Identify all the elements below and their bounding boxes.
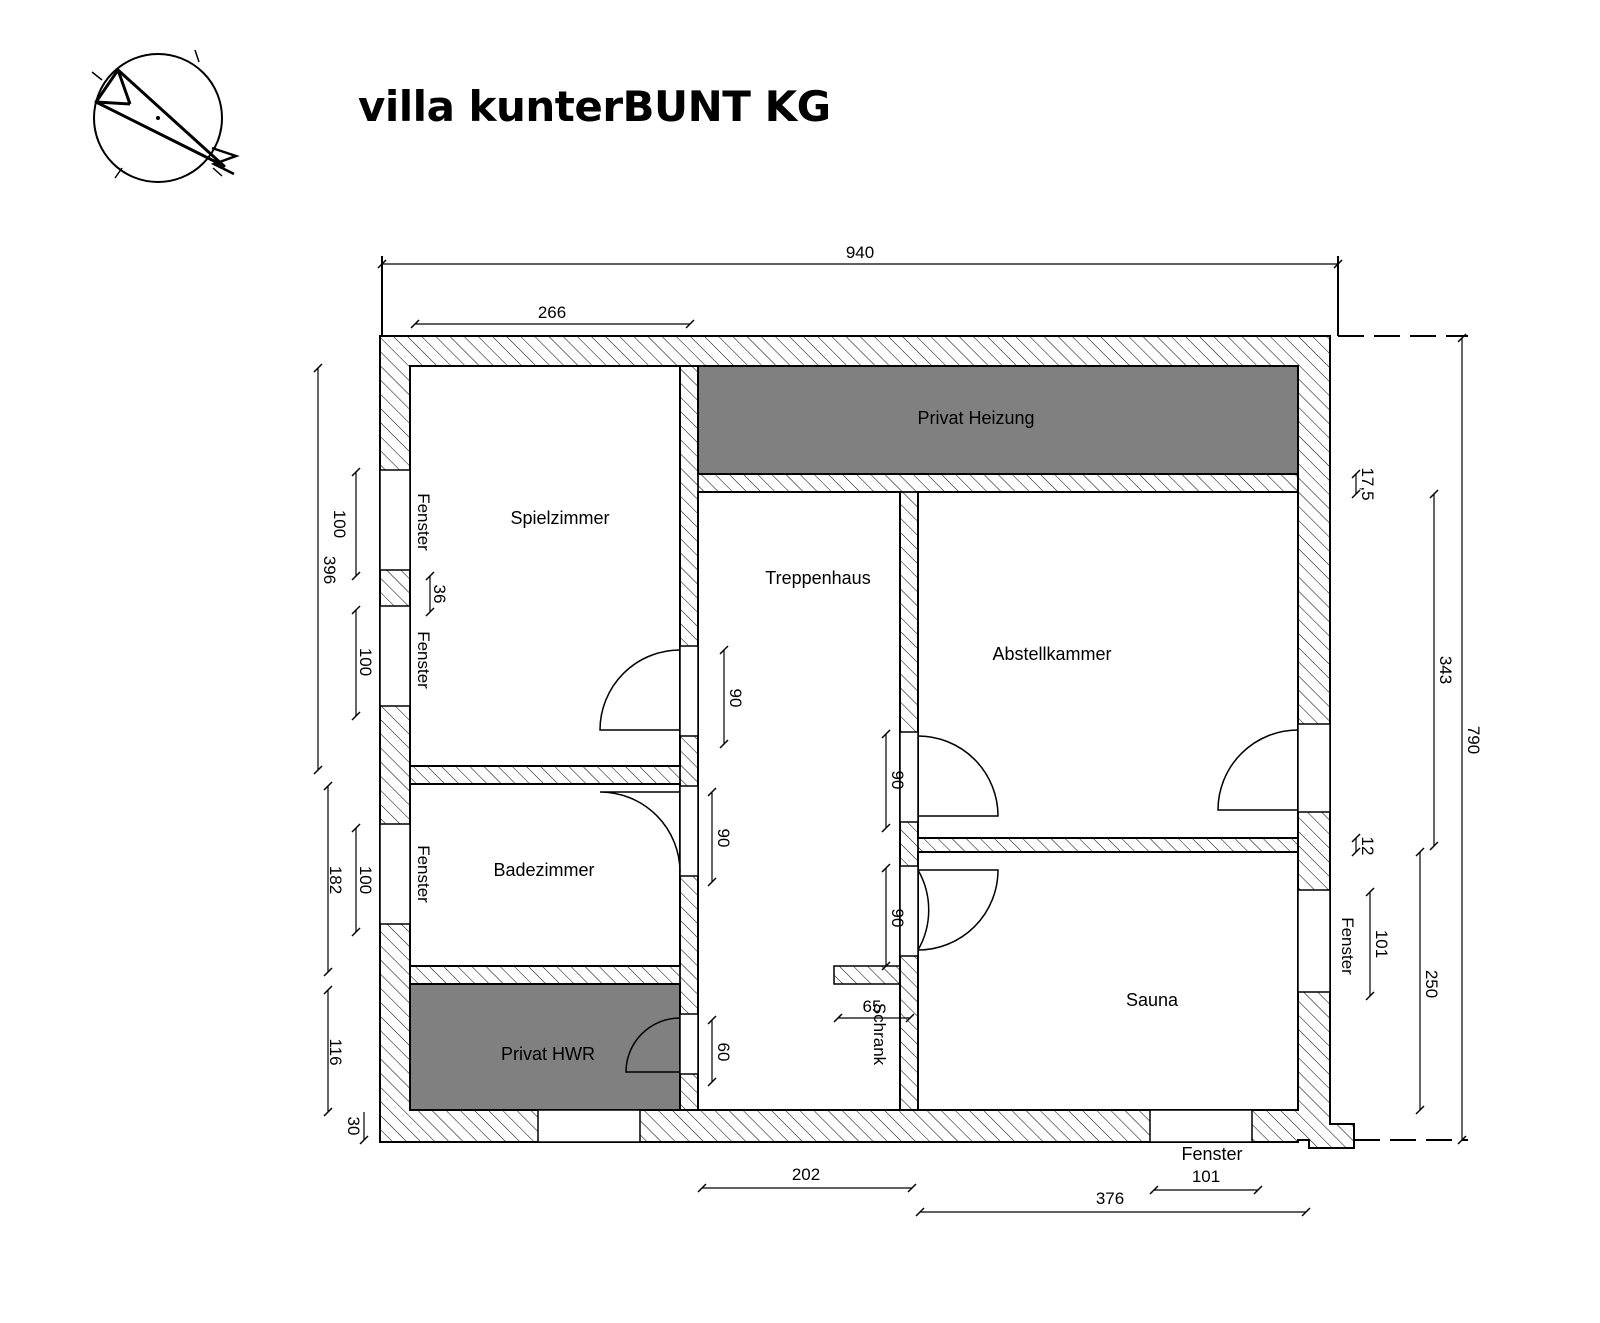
label-window-bottom: Fenster xyxy=(1181,1144,1242,1164)
dim-schrank-65: 65 xyxy=(863,997,882,1016)
room-privat-hwr xyxy=(409,983,681,1111)
label-spielzimmer: Spielzimmer xyxy=(510,508,609,528)
room-spielzimmer xyxy=(409,365,681,767)
room-treppenhaus xyxy=(697,491,901,1111)
room-badezimmer xyxy=(409,783,681,967)
dimension-ticks xyxy=(313,259,1467,1217)
dim-win-100-a: 100 xyxy=(330,510,349,538)
room-abstellkammer xyxy=(917,491,1299,839)
label-window-sauna-side: Fenster xyxy=(1338,917,1357,975)
dim-right-101: 101 xyxy=(1372,930,1391,958)
doors xyxy=(599,645,1299,1075)
window-openings xyxy=(379,469,1331,1143)
dim-bottom-376: 376 xyxy=(1096,1189,1124,1208)
label-window-bad: Fenster xyxy=(414,845,433,903)
dim-pier-36: 36 xyxy=(430,585,449,604)
dim-door-60: 60 xyxy=(714,1043,733,1062)
schrank-niche xyxy=(833,965,901,985)
dim-bad-182: 182 xyxy=(326,866,345,894)
dim-bad-win-100: 100 xyxy=(356,866,375,894)
label-privat-heizung: Privat Heizung xyxy=(917,408,1034,428)
page-title: villa kunterBUNT KG xyxy=(358,82,831,131)
dim-door-90-d: 90 xyxy=(888,909,907,928)
label-window-spiel-1: Fenster xyxy=(414,493,433,551)
dim-right-343: 343 xyxy=(1436,656,1455,684)
dim-bottom-30: 30 xyxy=(344,1117,363,1136)
dim-bottom-101: 101 xyxy=(1192,1167,1220,1186)
dim-right-12: 12 xyxy=(1358,837,1377,856)
dim-right-790: 790 xyxy=(1464,726,1483,754)
room-sauna xyxy=(917,851,1299,1111)
dim-door-90-b: 90 xyxy=(714,829,733,848)
dim-right-250: 250 xyxy=(1422,970,1441,998)
dim-spiel-width: 266 xyxy=(538,303,566,322)
dim-door-90-c: 90 xyxy=(888,771,907,790)
label-sauna: Sauna xyxy=(1126,990,1179,1010)
north-arrow-icon xyxy=(91,49,240,183)
label-window-spiel-2: Fenster xyxy=(414,631,433,689)
dim-left-total: 396 xyxy=(320,556,339,584)
label-abstellkammer: Abstellkammer xyxy=(992,644,1111,664)
dim-win-100-b: 100 xyxy=(356,648,375,676)
dim-right-17-5: 17,5 xyxy=(1358,467,1377,500)
dim-bottom-202: 202 xyxy=(792,1165,820,1184)
dim-hwr-116: 116 xyxy=(326,1038,345,1065)
dim-total-width: 940 xyxy=(846,243,874,262)
room-privat-heizung xyxy=(697,365,1299,475)
label-privat-hwr: Privat HWR xyxy=(501,1044,595,1064)
label-badezimmer: Badezimmer xyxy=(493,860,594,880)
label-treppenhaus: Treppenhaus xyxy=(765,568,870,588)
dim-door-90-a: 90 xyxy=(726,689,745,708)
dimension-lines xyxy=(317,256,1468,1213)
